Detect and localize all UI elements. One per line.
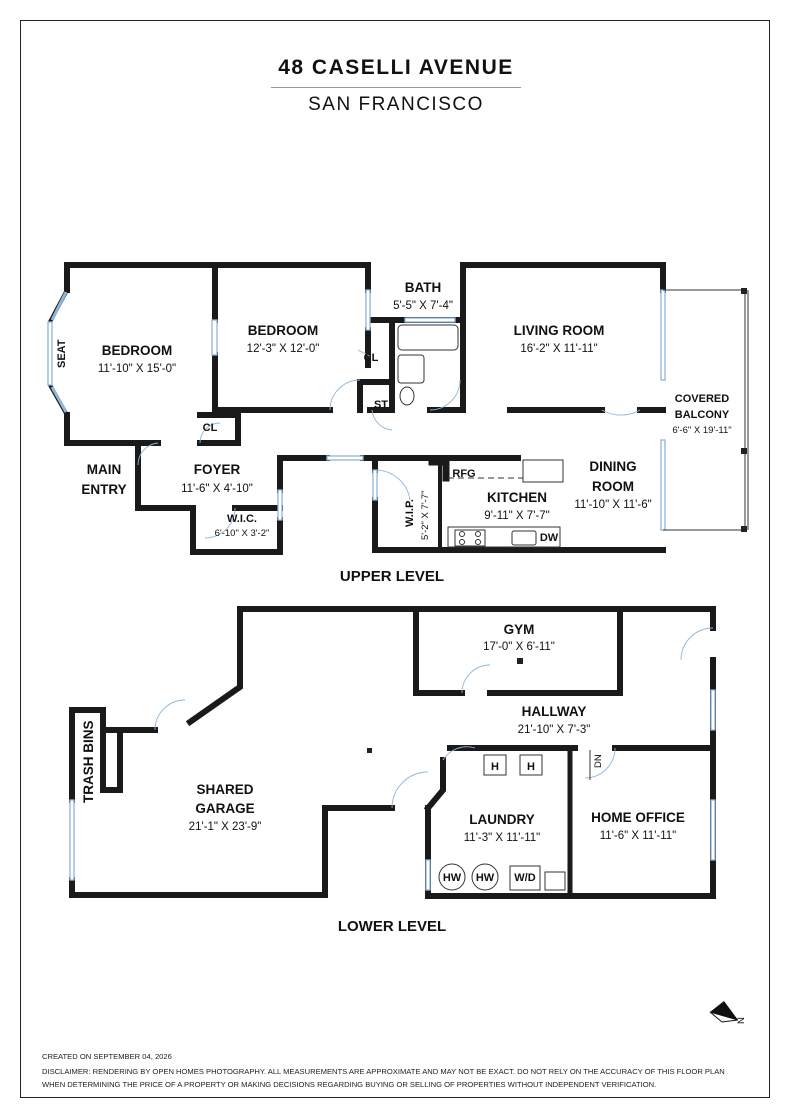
- page-border: [20, 20, 770, 1098]
- bedroom1-name: BEDROOM: [102, 343, 173, 358]
- main-entry-line1: MAIN: [87, 462, 122, 477]
- garage-post: [367, 748, 372, 753]
- garage-name-1: SHARED: [196, 782, 253, 797]
- refrigerator-label: RFG: [452, 468, 475, 480]
- title-divider: [271, 87, 521, 88]
- living-room-name: LIVING ROOM: [514, 323, 605, 338]
- kitchen-dim: 9'-11" X 7'-7": [484, 510, 549, 522]
- lower-level-doors: [154, 627, 714, 809]
- dining-name-1: DINING: [589, 459, 636, 474]
- upper-level-labels: SEAT BEDROOM 11'-10" X 15'-0" BEDROOM 12…: [56, 280, 732, 585]
- gym-post: [517, 658, 523, 664]
- gym-dim: 17'-0" X 6'-11": [483, 641, 555, 653]
- created-date: CREATED ON SEPTEMBER 04, 2026: [42, 1052, 172, 1061]
- compass-north-icon: N: [709, 1001, 747, 1024]
- laundry-name: LAUNDRY: [469, 812, 535, 827]
- dishwasher-label: DW: [540, 532, 559, 544]
- heater-label-1: H: [491, 761, 499, 773]
- balcony-name-2: BALCONY: [675, 409, 730, 421]
- hallway-name: HALLWAY: [522, 704, 587, 719]
- home-office-name: HOME OFFICE: [591, 810, 685, 825]
- dining-dim: 11'-10" X 11'-6": [574, 499, 651, 511]
- closet-label-bath: CL: [364, 352, 379, 364]
- compass-label: N: [736, 1017, 747, 1024]
- disclaimer-line1: DISCLAIMER: RENDERING BY OPEN HOMES PHOT…: [42, 1067, 725, 1076]
- property-title: 48 CASELLI AVENUE: [278, 56, 514, 79]
- water-heater-label-2: HW: [476, 872, 495, 884]
- kitchen-appliances: [454, 529, 537, 547]
- stair-down: DN: [589, 750, 604, 780]
- bath-fixtures: [397, 324, 459, 406]
- covered-balcony-outline: [663, 288, 749, 532]
- lower-level-label: LOWER LEVEL: [338, 918, 446, 935]
- foyer-name: FOYER: [194, 462, 241, 477]
- disclaimer-line2: WHEN DETERMINING THE PRICE OF A PROPERTY…: [42, 1080, 657, 1089]
- water-heater-label-1: HW: [443, 872, 462, 884]
- bedroom2-dim: 12'-3" X 12'-0": [247, 343, 320, 355]
- garage-dim: 21'-1" X 23'-9": [189, 821, 262, 833]
- upper-level-walls: [48, 262, 666, 555]
- lower-level-windows: [69, 689, 716, 891]
- upper-level-label: UPPER LEVEL: [340, 568, 444, 585]
- home-office-dim: 11'-6" X 11'-11": [600, 830, 677, 842]
- wip-name: W.I.P.: [404, 499, 416, 527]
- kitchen-name: KITCHEN: [487, 490, 547, 505]
- balcony-name-1: COVERED: [675, 393, 729, 405]
- foyer-dim: 11'-6" X 4'-10": [181, 483, 253, 495]
- lower-level-labels: GYM 17'-0" X 6'-11" HALLWAY 21'-10" X 7'…: [81, 622, 685, 935]
- wip-dim: 5'-2" X 7'-7": [420, 491, 431, 540]
- bedroom1-dim: 11'-10" X 15'-0": [98, 363, 176, 375]
- washer-dryer-label: W/D: [514, 872, 535, 884]
- bath-dim: 5'-5" X 7'-4": [393, 300, 453, 312]
- seat-label: SEAT: [56, 339, 68, 368]
- bedroom2-name: BEDROOM: [248, 323, 319, 338]
- property-city: SAN FRANCISCO: [308, 94, 484, 115]
- heater-label-2: H: [527, 761, 535, 773]
- gym-name: GYM: [504, 622, 535, 637]
- balcony-dim: 6'-6" X 19'-11": [672, 425, 731, 436]
- bath-name: BATH: [405, 280, 442, 295]
- lower-level-walls: [69, 606, 716, 899]
- laundry-dim: 11'-3" X 11'-11": [464, 832, 541, 844]
- wic-name: W.I.C.: [227, 513, 257, 525]
- living-room-dim: 16'-2" X 11'-11": [520, 343, 597, 355]
- wic-dim: 6'-10" X 3'-2": [215, 528, 270, 539]
- upper-level-doors: [137, 349, 641, 539]
- hallway-dim: 21'-10" X 7'-3": [518, 724, 591, 736]
- garage-name-2: GARAGE: [195, 801, 254, 816]
- trash-bins-label: TRASH BINS: [81, 720, 96, 803]
- closet-label-foyer: CL: [203, 422, 218, 434]
- down-label: DN: [593, 754, 604, 768]
- dining-name-2: ROOM: [592, 479, 634, 494]
- main-entry-line2: ENTRY: [81, 482, 126, 497]
- storage-label: ST: [374, 399, 388, 411]
- laundry-fixtures: [438, 754, 566, 891]
